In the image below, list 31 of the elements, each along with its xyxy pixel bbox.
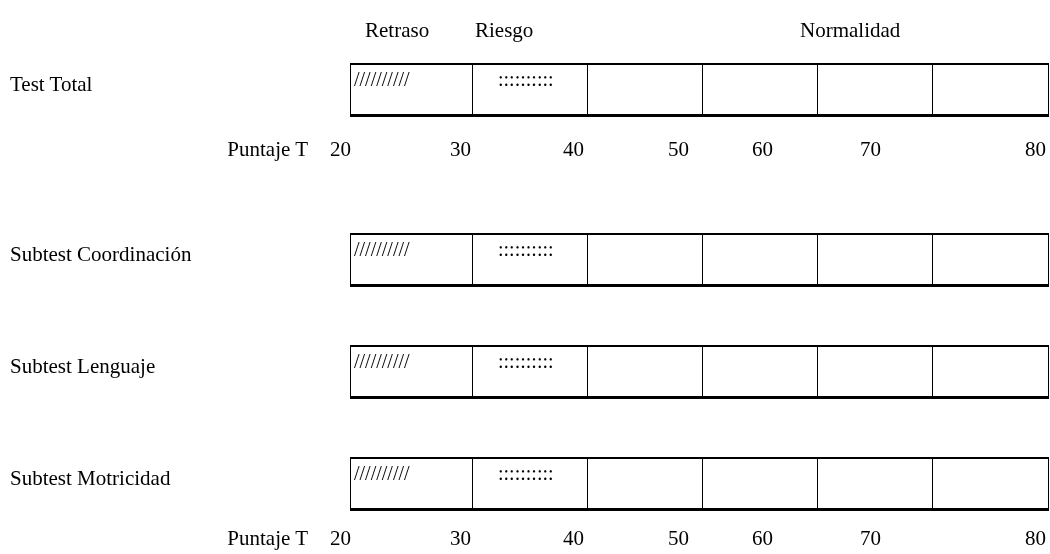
scale-number: 40 bbox=[563, 137, 584, 161]
scale-number: 70 bbox=[860, 137, 881, 161]
dot-pattern: :::::::::: bbox=[498, 239, 554, 259]
dot-pattern: :::::::::: bbox=[498, 351, 554, 371]
row-label: Test Total bbox=[10, 72, 93, 96]
scale-number: 50 bbox=[668, 137, 689, 161]
row-label: Subtest Coordinación bbox=[10, 242, 192, 266]
column-header: Retraso bbox=[365, 18, 430, 42]
dot-pattern: :::::::::: bbox=[498, 463, 554, 483]
scale-number: 60 bbox=[752, 137, 773, 161]
hatch-pattern: ////////// bbox=[354, 69, 410, 89]
scale-number: 20 bbox=[330, 137, 351, 161]
scale-number: 40 bbox=[563, 526, 584, 550]
hatch-pattern: ////////// bbox=[354, 463, 410, 483]
row-label: Subtest Motricidad bbox=[10, 466, 171, 490]
row-label: Subtest Lenguaje bbox=[10, 354, 156, 378]
scale-number: 30 bbox=[450, 526, 471, 550]
scale-number: 60 bbox=[752, 526, 773, 550]
scale-label: Puntaje T bbox=[227, 137, 308, 161]
hatch-pattern: ////////// bbox=[354, 239, 410, 259]
scale-number: 20 bbox=[330, 526, 351, 550]
hatch-pattern: ////////// bbox=[354, 351, 410, 371]
scale-number: 50 bbox=[668, 526, 689, 550]
scale-number: 80 bbox=[1025, 137, 1046, 161]
scale-number: 80 bbox=[1025, 526, 1046, 550]
dot-pattern: :::::::::: bbox=[498, 69, 554, 89]
scale-label: Puntaje T bbox=[227, 526, 308, 550]
scale-number: 70 bbox=[860, 526, 881, 550]
column-header: Riesgo bbox=[475, 18, 534, 42]
scale-number: 30 bbox=[450, 137, 471, 161]
column-header: Normalidad bbox=[800, 18, 901, 42]
